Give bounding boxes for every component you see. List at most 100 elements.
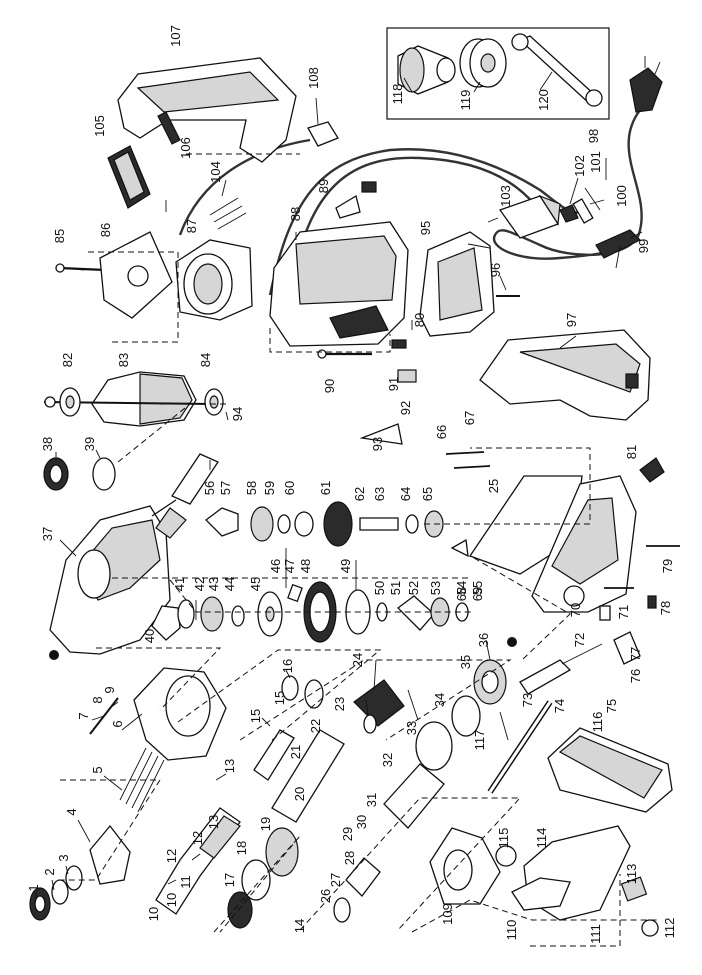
part-label: 64 xyxy=(398,487,413,501)
part-label: 68 xyxy=(454,587,469,601)
part-70-side-housing xyxy=(531,475,637,613)
part-label: 75 xyxy=(604,699,619,713)
part-label: 9 xyxy=(102,686,117,693)
parts-1-3-front-caps xyxy=(29,865,83,921)
part-label: 38 xyxy=(40,437,55,451)
part-label: 21 xyxy=(288,745,303,759)
part-98-rear-handle xyxy=(479,329,651,421)
part-label: 42 xyxy=(192,577,207,591)
part-label: 45 xyxy=(248,577,263,591)
part-105-wires xyxy=(209,197,247,230)
part-38-cap xyxy=(43,457,69,491)
part-label: 4 xyxy=(64,808,79,815)
part-109-connector xyxy=(307,121,339,147)
part-label: 37 xyxy=(40,527,55,541)
part-121-spanner xyxy=(511,33,603,107)
part-label: 26 xyxy=(318,889,333,903)
part-label: 94 xyxy=(230,407,245,421)
part-label: 97 xyxy=(564,313,579,327)
part-label: 11 xyxy=(178,875,193,889)
part-110-clamp-band xyxy=(429,827,501,905)
part-label: 57 xyxy=(218,481,233,495)
part-label: 33 xyxy=(404,721,419,735)
part-label: 6 xyxy=(110,720,125,727)
part-label: 24 xyxy=(350,653,365,667)
part-label: 56 xyxy=(202,481,217,495)
part-89-motor-housing xyxy=(269,221,409,347)
part-4-sleeve xyxy=(89,824,131,885)
part-label: 103 xyxy=(498,185,513,207)
part-label: 66 xyxy=(434,425,449,439)
part-label: 99 xyxy=(636,239,651,253)
part-99-plug xyxy=(629,56,663,113)
part-label: 77 xyxy=(628,647,643,661)
part-label: 62 xyxy=(352,487,367,501)
part-label: 7 xyxy=(76,712,91,719)
part-label: 83 xyxy=(116,353,131,367)
part-label: 108 xyxy=(306,67,321,89)
part-label: 12 xyxy=(164,849,179,863)
part-label: 81 xyxy=(624,445,639,459)
part-label: 43 xyxy=(206,577,221,591)
part-label: 55 xyxy=(470,581,485,595)
part-label: 10 xyxy=(146,907,161,921)
part-label: 31 xyxy=(364,793,379,807)
part-label: 29 xyxy=(340,827,355,841)
part-label: 61 xyxy=(318,481,333,495)
part-labels: 1 2 3 4 5 6 7 8 9 10 10 11 12 12 13 13 1… xyxy=(26,25,677,944)
part-label: 101 xyxy=(588,151,603,173)
part-label: 2 xyxy=(42,868,57,875)
part-label: 90 xyxy=(322,379,337,393)
part-label: 73 xyxy=(520,693,535,707)
part-label: 100 xyxy=(614,185,629,207)
part-label: 91 xyxy=(386,377,401,391)
part-label: 20 xyxy=(292,787,307,801)
part-87-baffle xyxy=(99,231,173,319)
part-label: 23 xyxy=(332,697,347,711)
part-6-cylinder-housing xyxy=(133,667,227,761)
parts-122-124 xyxy=(151,453,219,539)
part-label: 3 xyxy=(56,854,71,861)
part-label: 40 xyxy=(142,629,157,643)
part-label: 5 xyxy=(90,766,105,773)
parts-27-36-cylinder xyxy=(333,637,517,923)
part-label: 110 xyxy=(504,920,519,941)
part-label: 92 xyxy=(398,401,413,415)
part-104-switch xyxy=(498,194,561,239)
part-5-spring xyxy=(119,747,165,813)
part-label: 105 xyxy=(92,115,107,137)
part-label: 86 xyxy=(98,223,113,237)
part-label: 18 xyxy=(234,841,249,855)
part-101-102-clamp-screws xyxy=(572,187,601,224)
accessory-inset-frame xyxy=(386,27,610,120)
part-label: 76 xyxy=(628,669,643,683)
part-92-carbon-brush xyxy=(391,339,407,349)
part-label: 53 xyxy=(428,581,443,595)
parts-111-116-clamp xyxy=(495,825,659,937)
part-label: 14 xyxy=(292,919,307,933)
part-label: 93 xyxy=(370,437,385,451)
part-label: 114 xyxy=(534,828,549,849)
part-label: 58 xyxy=(244,481,259,495)
part-label: 60 xyxy=(282,481,297,495)
part-label: 80 xyxy=(412,313,427,327)
part-label: 107 xyxy=(168,25,183,47)
part-label: 113 xyxy=(624,864,639,885)
part-label: 87 xyxy=(184,219,199,233)
part-label: 51 xyxy=(388,581,403,595)
part-93-carbon-brush xyxy=(397,369,417,383)
parts-73-75-lever xyxy=(519,643,603,695)
part-label: 112 xyxy=(662,918,677,939)
part-label: 106 xyxy=(178,137,193,159)
part-label: 50 xyxy=(372,581,387,595)
part-label: 118 xyxy=(390,84,405,105)
part-label: 54 xyxy=(454,581,469,595)
part-96-end-cap xyxy=(419,231,495,337)
part-label: 88 xyxy=(288,207,303,221)
part-label: 82 xyxy=(60,353,75,367)
part-label: 13 xyxy=(206,815,221,829)
part-label: 15 xyxy=(272,691,287,705)
power-cord xyxy=(178,109,643,296)
part-label: 85 xyxy=(52,229,67,243)
part-117-side-grip xyxy=(547,727,673,813)
